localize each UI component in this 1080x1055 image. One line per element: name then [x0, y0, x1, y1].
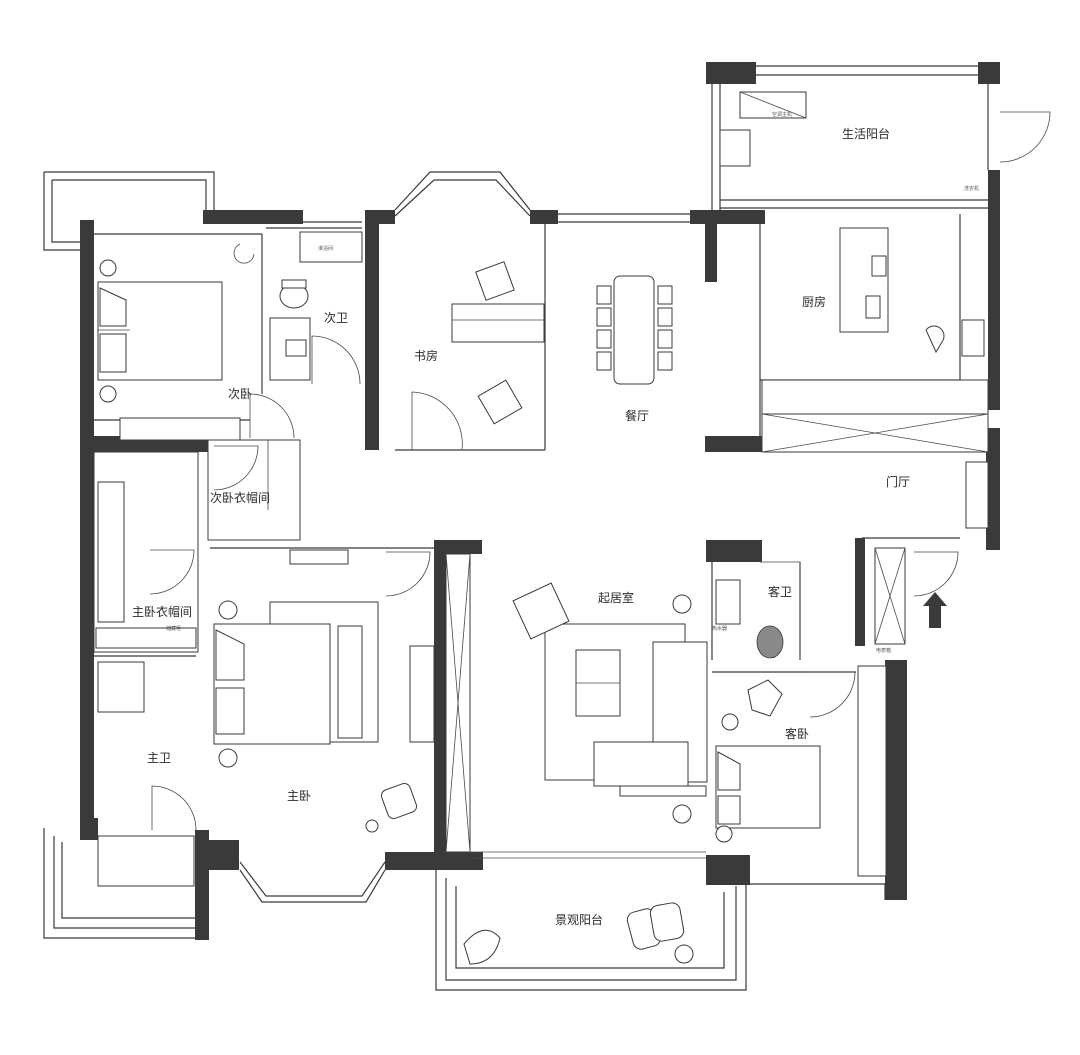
label-study: 书房	[414, 348, 438, 363]
label-shower: 淋浴间	[318, 245, 333, 252]
study-armchair	[477, 379, 523, 425]
guest-toilet	[756, 625, 784, 659]
label-master-bath: 主卫	[147, 751, 171, 765]
walls	[80, 62, 1000, 940]
label-guest-bedroom: 客卧	[785, 726, 809, 741]
label-storage-top: 储藏柜	[166, 625, 181, 632]
study-chair	[475, 261, 515, 301]
label-second-bedroom: 次卧	[228, 387, 252, 401]
label-master-bedroom: 主卧	[287, 789, 311, 803]
label-ac-unit: 空调主机	[772, 111, 792, 118]
dining-table	[613, 275, 655, 385]
label-dining: 餐厅	[625, 408, 649, 423]
label-foyer: 门厅	[886, 474, 910, 489]
label-master-closet: 主卧衣帽间	[132, 604, 192, 619]
label-storage-right: 电表箱	[876, 647, 891, 654]
furniture	[99, 91, 985, 965]
label-second-bath: 次卫	[324, 311, 348, 325]
master-chair	[380, 782, 418, 820]
label-living-balcony: 生活阳台	[842, 126, 890, 141]
living-armchair	[512, 582, 570, 640]
label-kitchen: 厨房	[802, 294, 826, 309]
small-labels: 淋浴间 空调主机 储藏柜 电表箱 洗衣机 热水器	[166, 111, 979, 654]
label-living-room: 起居室	[598, 590, 634, 605]
label-second-closet: 次卧衣帽间	[210, 490, 270, 505]
label-guest-bath: 客卫	[768, 584, 792, 599]
entry-arrow-icon	[923, 592, 947, 628]
label-fixture-a: 洗衣机	[964, 185, 979, 192]
label-view-balcony: 景观阳台	[555, 912, 603, 927]
room-labels: 生活阳台 厨房 餐厅 书房 次卧 次卫 次卧衣帽间 主卧衣帽间 主卫 主卧 起居…	[132, 126, 910, 927]
label-fixture-b: 热水器	[712, 625, 727, 632]
